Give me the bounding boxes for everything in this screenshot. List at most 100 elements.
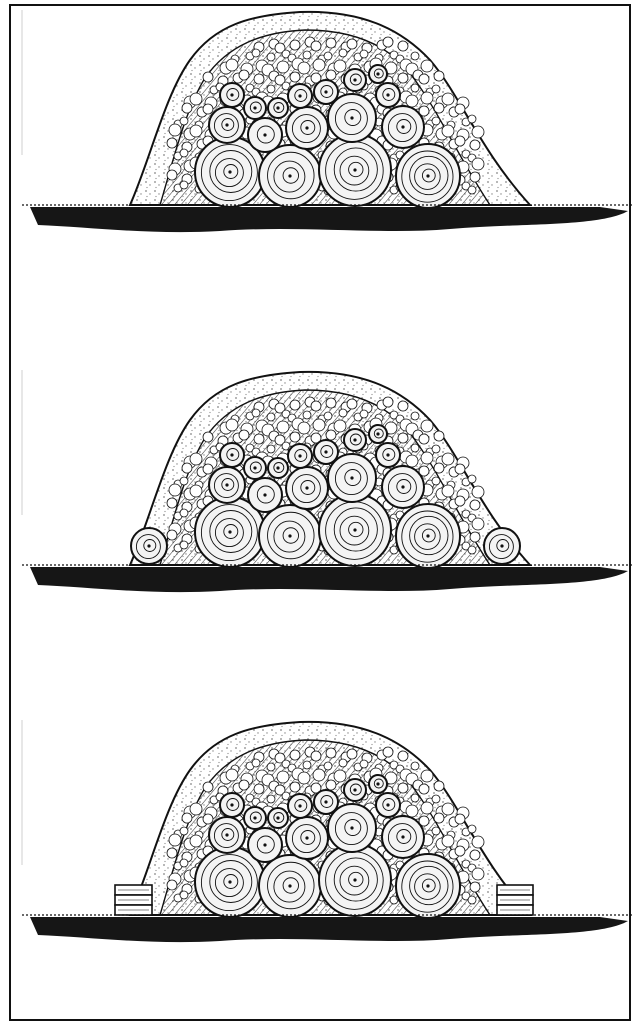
wood-chip xyxy=(442,803,454,815)
mound-pith xyxy=(426,884,429,887)
edge-left-pith xyxy=(147,544,150,547)
mound-pith xyxy=(288,884,291,887)
wood-chip xyxy=(398,751,408,761)
wood-chip xyxy=(298,772,310,784)
panel-mound-stacked-edges xyxy=(22,720,632,942)
mound-pith xyxy=(350,116,353,119)
panel-mound-plain xyxy=(22,10,632,232)
wood-chip xyxy=(290,750,300,760)
wood-chip xyxy=(190,125,202,137)
wood-chip xyxy=(169,484,181,496)
wood-chip xyxy=(311,751,321,761)
wood-chip xyxy=(311,41,321,51)
wood-chip xyxy=(203,782,213,792)
wood-chip xyxy=(411,412,419,420)
mound-pith xyxy=(263,133,266,136)
wood-chip xyxy=(167,170,177,180)
wood-chip xyxy=(411,794,419,802)
wood-chip xyxy=(434,71,444,81)
wood-chip xyxy=(239,780,249,790)
wood-chip xyxy=(383,37,393,47)
wood-chip xyxy=(226,59,238,71)
wood-chip xyxy=(226,769,238,781)
wood-chip xyxy=(432,827,440,835)
wood-chip xyxy=(468,546,476,554)
wood-chip xyxy=(398,783,408,793)
wood-chip xyxy=(180,181,188,189)
wood-chip xyxy=(313,419,325,431)
mound-pith xyxy=(324,450,327,453)
wood-chip xyxy=(383,397,393,407)
wood-chip xyxy=(455,814,465,824)
wood-chip xyxy=(182,103,192,113)
panel-mound-log-edges xyxy=(22,370,632,592)
wood-chip xyxy=(434,781,444,791)
wood-chip xyxy=(298,422,310,434)
wood-chip xyxy=(442,93,454,105)
mound-pith xyxy=(288,534,291,537)
wood-chip xyxy=(339,409,347,417)
wood-chip xyxy=(419,784,429,794)
wood-chip xyxy=(167,848,177,858)
wood-chip xyxy=(421,92,433,104)
wood-chip xyxy=(470,172,480,182)
mound-pith xyxy=(253,816,256,819)
wood-chip xyxy=(468,896,476,904)
wood-chip xyxy=(455,104,465,114)
mound-pith xyxy=(225,123,228,126)
mound-pith xyxy=(353,878,356,881)
wood-chip xyxy=(411,444,419,452)
wood-chip xyxy=(303,51,311,59)
wood-chip xyxy=(290,40,300,50)
wood-chip xyxy=(398,433,408,443)
mound-pith xyxy=(230,93,233,96)
wood-chip xyxy=(277,421,289,433)
wood-chip xyxy=(419,434,429,444)
wood-chip xyxy=(470,140,480,150)
wood-chip xyxy=(455,136,465,146)
mound-pith xyxy=(253,106,256,109)
wood-chip xyxy=(421,60,433,72)
mound-pith xyxy=(324,90,327,93)
mound-pith xyxy=(386,453,389,456)
wood-chip xyxy=(267,85,275,93)
mound-pith xyxy=(305,126,308,129)
wood-chip xyxy=(326,780,336,790)
mound-pith xyxy=(401,125,404,128)
wood-chip xyxy=(472,158,484,170)
wood-chip xyxy=(313,769,325,781)
wood-chip xyxy=(455,846,465,856)
wood-chip xyxy=(180,149,188,157)
wood-chip xyxy=(411,762,419,770)
wood-chip xyxy=(226,419,238,431)
wood-chip xyxy=(472,868,484,880)
wood-chip xyxy=(180,509,188,517)
wood-chip xyxy=(182,813,192,823)
wood-chip xyxy=(267,445,275,453)
wood-chip xyxy=(239,430,249,440)
wood-chip xyxy=(432,795,440,803)
wood-chip xyxy=(339,759,347,767)
wood-chip xyxy=(324,412,332,420)
mound-pith xyxy=(230,803,233,806)
wood-chip xyxy=(252,49,260,57)
soil-band xyxy=(30,917,628,942)
mound-pith xyxy=(350,826,353,829)
wood-chip xyxy=(406,95,418,107)
wood-chip xyxy=(434,103,444,113)
mound-pith xyxy=(276,466,279,469)
wood-chip xyxy=(326,430,336,440)
mound-pith xyxy=(376,72,379,75)
wood-chip xyxy=(252,759,260,767)
wood-chip xyxy=(339,49,347,57)
mound-pith xyxy=(228,880,231,883)
wood-chip xyxy=(468,186,476,194)
mound-pith xyxy=(230,453,233,456)
wood-chip xyxy=(432,445,440,453)
wood-chip xyxy=(190,485,202,497)
mound-pith xyxy=(353,168,356,171)
wood-chip xyxy=(180,827,188,835)
wood-chip xyxy=(324,52,332,60)
